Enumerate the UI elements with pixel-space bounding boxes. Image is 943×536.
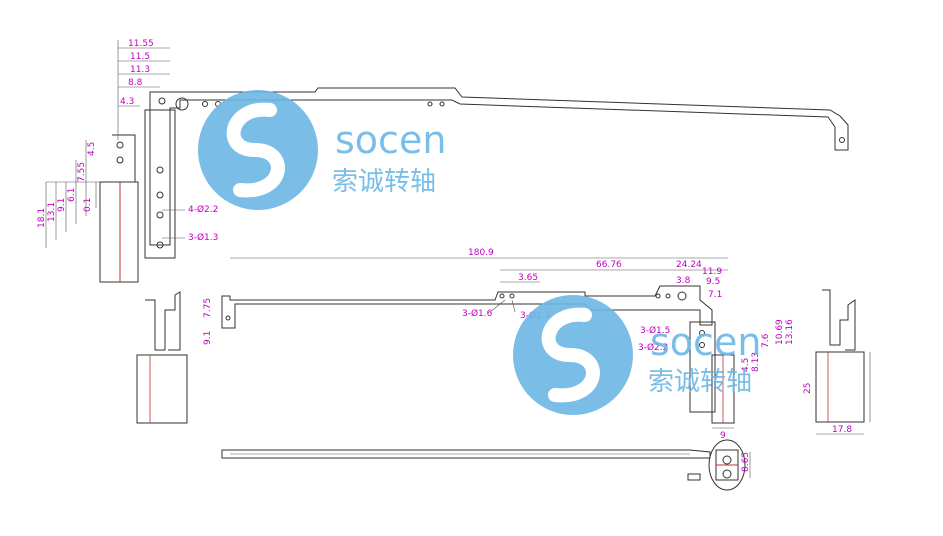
- dim-10-69: 10.69: [775, 319, 785, 345]
- dim-9-1: 9.1: [57, 198, 67, 212]
- dim-9-5: 9.5: [706, 277, 720, 287]
- dim-8-8: 8.8: [128, 78, 143, 88]
- dim-66-76: 66.76: [596, 260, 622, 270]
- dim-3-8: 3.8: [676, 276, 691, 286]
- dim-18-1: 18.1: [37, 208, 47, 228]
- dim-7-6: 7.6: [761, 333, 771, 348]
- watermark-brand-bottom: socen: [650, 320, 761, 364]
- watermark-brand-top: socen: [335, 118, 446, 162]
- dim-7-55: 7.55: [77, 162, 87, 182]
- dim-4-3: 4.3: [120, 97, 134, 107]
- bottom-view: 8.65: [221, 439, 751, 491]
- dim-180-9: 180.9: [468, 248, 494, 258]
- dim-4-5-mid: 4.5: [741, 358, 751, 372]
- dim-17-8: 17.8: [832, 425, 852, 435]
- middle-left-side-view: [136, 291, 188, 424]
- dim-11-9: 11.9: [702, 267, 722, 277]
- watermark-logo-top: socen 索诚转轴: [198, 90, 446, 210]
- hole-3-d1-3: 3-Ø1.3: [188, 232, 218, 243]
- hole-3-d2-2: 3-Ø2.2: [638, 342, 668, 353]
- watermark-brand-cn-bottom: 索诚转轴: [648, 367, 752, 397]
- dim-0-1: 0.1: [83, 198, 93, 212]
- dim-13-16: 13.16: [785, 319, 795, 345]
- dim-11-3: 11.3: [130, 65, 150, 75]
- dim-8-13: 8.13: [751, 352, 761, 372]
- watermark-logo-bottom: socen 索诚转轴: [513, 295, 761, 415]
- dim-13-1: 13.1: [47, 202, 57, 222]
- dim-6-1: 6.1: [67, 188, 77, 202]
- dim-9-1-mid: 9.1: [203, 331, 213, 345]
- dim-7-1: 7.1: [708, 290, 722, 300]
- dim-7-75: 7.75: [203, 298, 213, 318]
- top-left-view: 11.55 11.5 11.3 8.8 4.3 18.1 13.1 9.1 6.…: [37, 39, 849, 283]
- dim-4-5: 4.5: [87, 142, 97, 156]
- dim-24-24: 24.24: [676, 260, 702, 270]
- dim-8-65: 8.65: [741, 452, 751, 472]
- hole-3-d1-6: 3-Ø1.6: [462, 308, 493, 319]
- middle-main-view: 180.9 66.76 24.24 3.65 11.9 3.8 9.5 7.1 …: [203, 248, 795, 441]
- dim-11-55: 11.55: [128, 39, 154, 49]
- hole-4-d2-2: 4-Ø2.2: [188, 204, 218, 215]
- dim-11-5: 11.5: [130, 52, 150, 62]
- right-side-view: 25 17.8: [803, 289, 871, 435]
- dim-9: 9: [720, 431, 726, 441]
- hole-3-d1-5: 3-Ø1.5: [640, 325, 670, 336]
- dim-3-65: 3.65: [518, 273, 538, 283]
- watermark-brand-cn-top: 索诚转轴: [332, 167, 436, 197]
- dim-25: 25: [803, 383, 813, 394]
